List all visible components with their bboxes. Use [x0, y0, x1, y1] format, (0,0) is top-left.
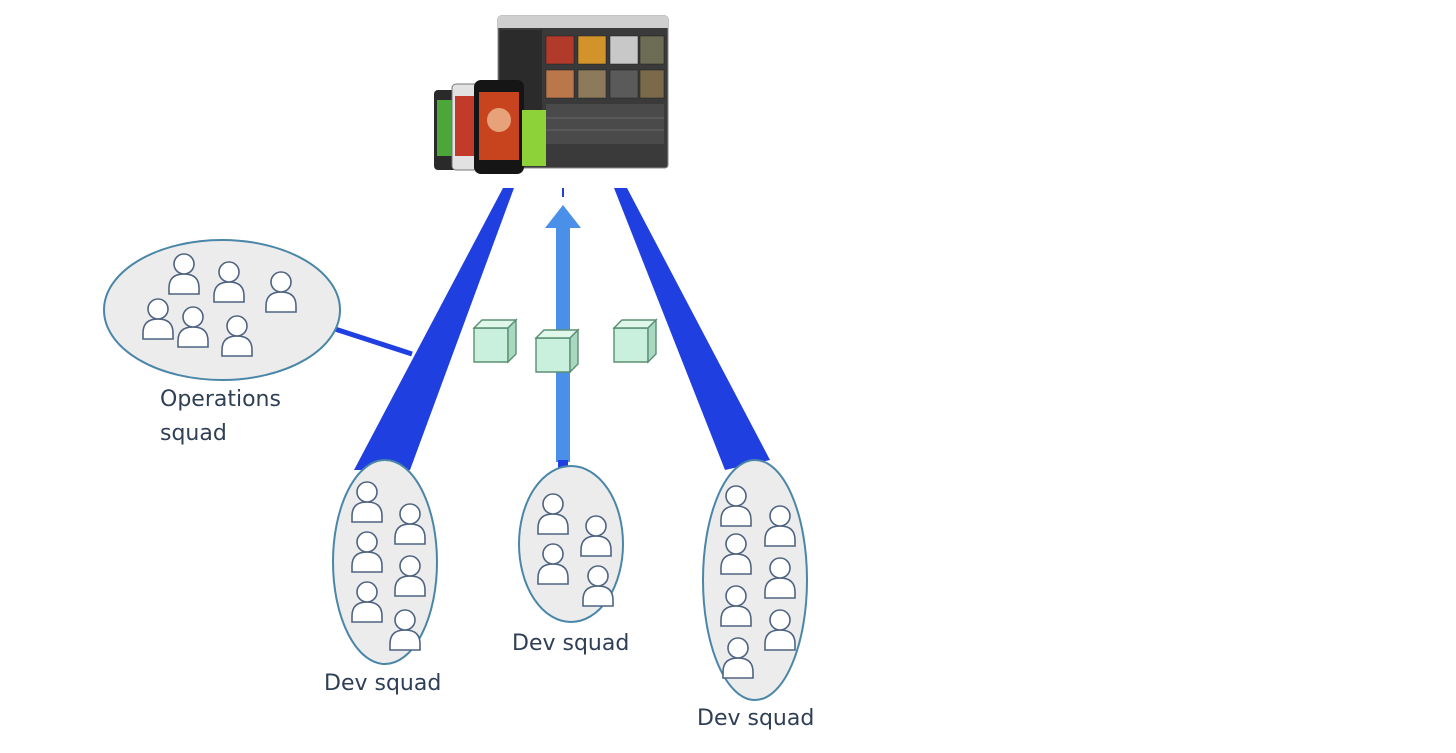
dev-squad-ellipse — [702, 459, 808, 701]
dev-squad-left: Dev squad — [324, 459, 441, 696]
deployment-pipe-left — [354, 188, 514, 470]
cube-icon — [612, 318, 658, 364]
devices-icon — [434, 15, 669, 174]
operations-squad: Operations squad — [103, 239, 341, 446]
ops-connector-line — [334, 326, 413, 357]
deployment-pipe-right — [614, 188, 770, 470]
dev-squad-center: Dev squad — [512, 465, 629, 656]
cube-icon — [472, 318, 518, 364]
operations-squad-label-line1: Operations — [160, 387, 281, 412]
dev-squad-label: Dev squad — [324, 671, 441, 696]
operations-squad-label-line2: squad — [160, 421, 227, 446]
dev-squad-label: Dev squad — [697, 706, 814, 731]
album-grid — [545, 35, 665, 144]
dev-squad-right: Dev squad — [697, 459, 814, 731]
operations-squad-ellipse — [103, 239, 341, 381]
dev-squad-label: Dev squad — [512, 631, 629, 656]
dev-squad-ellipse — [332, 459, 438, 665]
cube-icon — [534, 328, 580, 374]
